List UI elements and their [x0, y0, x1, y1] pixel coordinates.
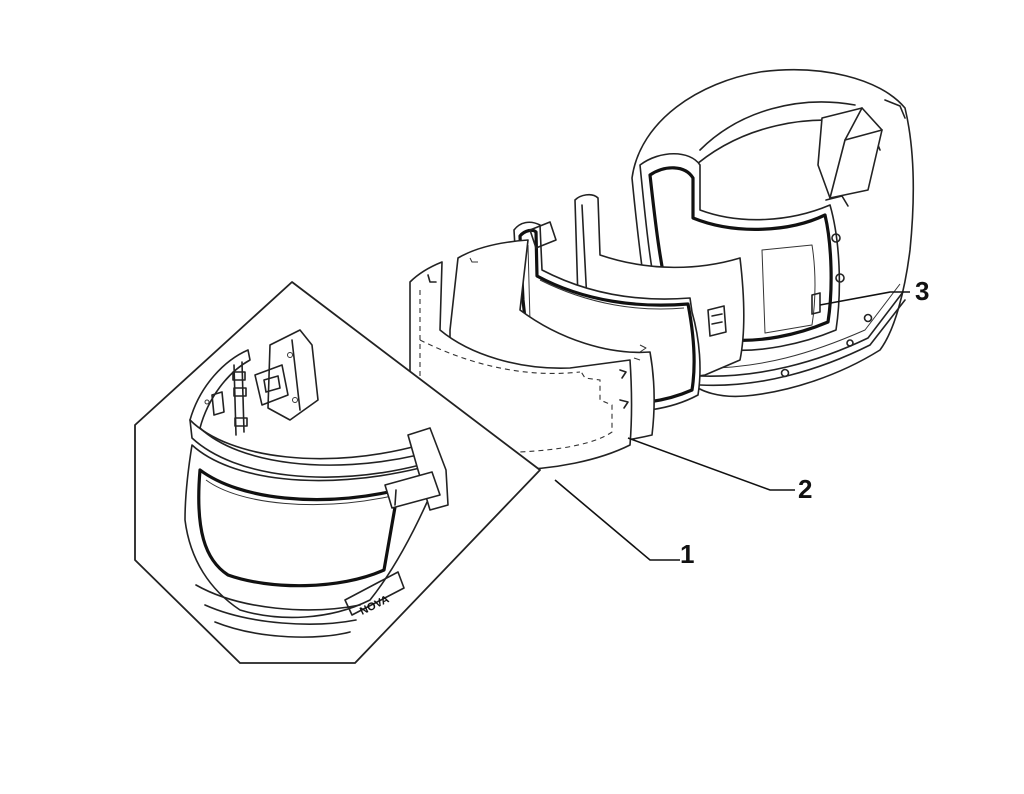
- leader-line-3: [819, 291, 910, 306]
- callout-1: 1: [680, 539, 694, 569]
- callout-3: 3: [915, 276, 929, 306]
- callout-2: 2: [798, 474, 812, 504]
- leader-line-2: [627, 437, 795, 491]
- inset-detail: NOVA: [134, 281, 541, 664]
- leader-line-1: [554, 479, 680, 561]
